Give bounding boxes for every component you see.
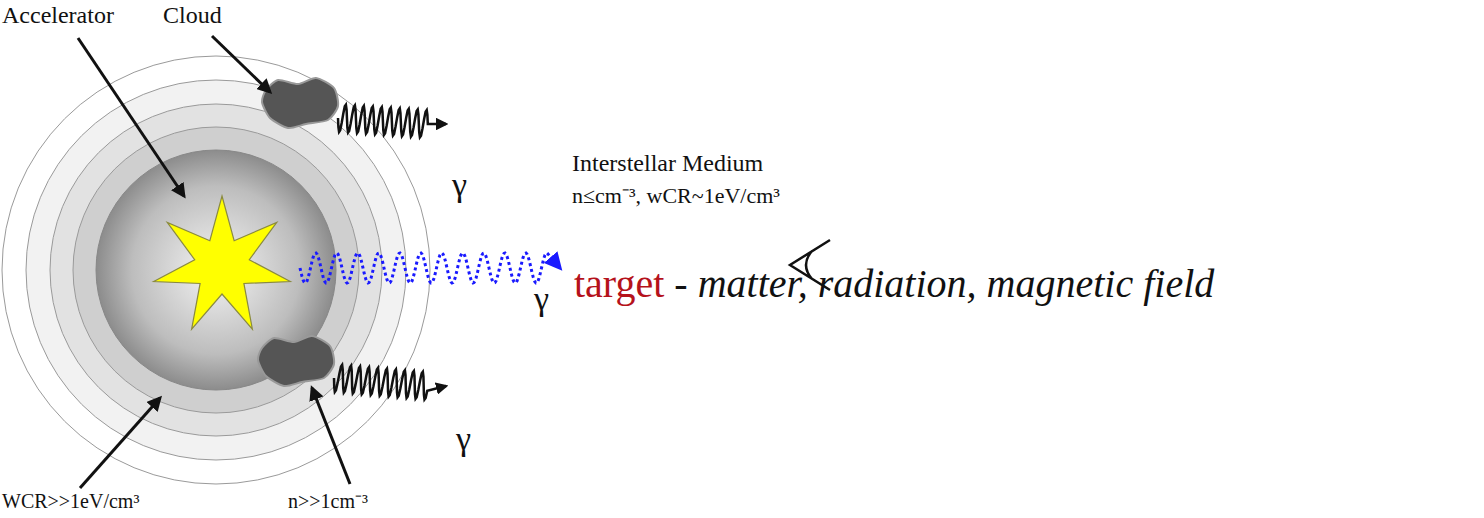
cloud-shape [262,78,338,128]
callout-label: Accelerator [2,2,114,28]
gamma-symbol: γ [456,420,471,457]
halo-ring [50,104,382,436]
callout-label: Cloud [163,2,222,28]
gamma-wave [338,105,446,138]
region-note: n≤cm⁻³, wCR~1eV/cm³ [572,184,780,208]
cloud-shape [258,336,334,386]
leader-arrow [78,38,184,196]
target-keyword: target [574,262,664,306]
density-note: WCR>>1eV/cm³ [2,490,139,512]
gamma-symbol: γ [534,280,549,317]
target-note: - matter, radiation, magnetic field [674,262,1214,306]
leader-arrow [212,36,270,92]
density-note: n>>1cm⁻³ [288,490,368,512]
leader-arrow [312,388,350,484]
gamma-wave [300,253,560,283]
halo-ring [73,127,359,413]
halo-ring [26,80,406,460]
leader-arrow [80,398,160,488]
region-label: Interstellar Medium [572,150,763,176]
gamma-symbol: γ [452,166,467,203]
accelerator-star [154,196,290,329]
gamma-wave [334,365,446,400]
